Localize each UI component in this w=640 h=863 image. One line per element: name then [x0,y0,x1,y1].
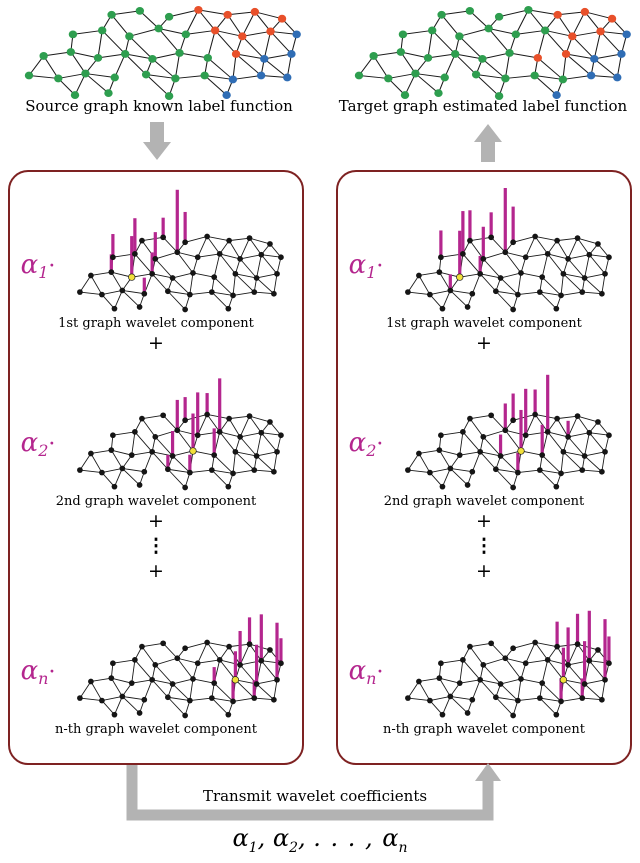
alpha-2-coefficient: α2· [14,430,62,464]
panel-caption: 1st graph wavelet component [58,316,254,331]
alpha-symbol: α [20,428,39,458]
ellipsis: . . . , [313,824,383,852]
wavelet-panel-left-1: α1· [10,177,302,318]
alpha-subscript: n [38,669,49,688]
alpha-1-coefficient: α1· [342,252,390,286]
alpha-subscript: 1 [366,263,377,282]
multiply-dot: · [376,432,384,457]
coefficient-term: α [382,824,399,852]
wavelet-graph-left-n [77,614,284,719]
vertical-ellipsis: ⋮ [146,535,166,557]
vertical-ellipsis: ⋮ [474,535,494,557]
target-graph [354,5,631,100]
wavelet-panel-right-n: αn· [338,583,630,724]
transmit-label: Transmit wavelet coefficients [202,787,428,805]
alpha-symbol: α [348,656,367,686]
alpha-symbol: α [348,250,367,280]
plus-sign: + [476,510,492,532]
multiply-dot: · [48,432,56,457]
coefficient-term: α [232,824,249,852]
alpha-1-coefficient: α1· [14,252,62,286]
panel-caption: 2nd graph wavelet component [383,494,585,509]
alpha-subscript: 2 [366,441,377,460]
multiply-dot: · [376,660,384,685]
target-caption: Target graph estimated label function [338,97,628,115]
wavelet-panel-left-2: α2· [10,355,302,496]
wavelet-panel-right-2: α2· [338,355,630,496]
plus-sign: + [148,560,164,582]
source-graph [24,5,301,100]
target-decomposition-box: α1· 1st graph wavelet component + α2· 2n… [336,170,632,765]
plus-sign: + [148,332,164,354]
alpha-subscript: 2 [38,441,49,460]
panel-caption: 1st graph wavelet component [386,316,582,331]
comma: , [298,824,314,852]
panel-caption: 2nd graph wavelet component [55,494,257,509]
alpha-n-coefficient: αn· [14,658,62,692]
coefficients-line: α1, α2, . . . , αn [0,824,640,856]
wavelet-graph-right-1 [405,188,612,313]
alpha-symbol: α [348,428,367,458]
multiply-dot: · [48,660,56,685]
alpha-symbol: α [20,250,39,280]
alpha-subscript: n [366,669,377,688]
panel-caption: n-th graph wavelet component [383,722,585,737]
multiply-dot: · [376,254,384,279]
multiply-dot: · [48,254,56,279]
plus-sign: + [148,510,164,532]
source-decomposition-box: α1· 1st graph wavelet component + α2· 2n… [8,170,304,765]
alpha-n-coefficient: αn· [342,658,390,692]
coefficient-subscript: 1 [248,839,258,856]
wavelet-graph-left-1 [77,189,284,313]
coefficient-subscript: 2 [289,839,298,856]
wavelet-panel-left-n: αn· [10,583,302,724]
transmit-connector-arrow [126,763,501,821]
up-arrow-icon [474,124,502,162]
wavelet-graph-left-2 [77,378,284,491]
comma: , [257,824,273,852]
panel-caption: n-th graph wavelet component [55,722,257,737]
plus-sign: + [476,332,492,354]
down-arrow-icon [143,122,171,160]
wavelet-graph-right-n [405,610,612,719]
alpha-symbol: α [20,656,39,686]
wavelet-graph-right-2 [405,374,612,491]
source-caption: Source graph known label function [25,97,293,115]
alpha-2-coefficient: α2· [342,430,390,464]
alpha-subscript: 1 [38,263,49,282]
coefficient-term: α [272,824,290,852]
coefficient-subscript: n [398,839,408,856]
plus-sign: + [476,560,492,582]
wavelet-panel-right-1: α1· [338,177,630,318]
